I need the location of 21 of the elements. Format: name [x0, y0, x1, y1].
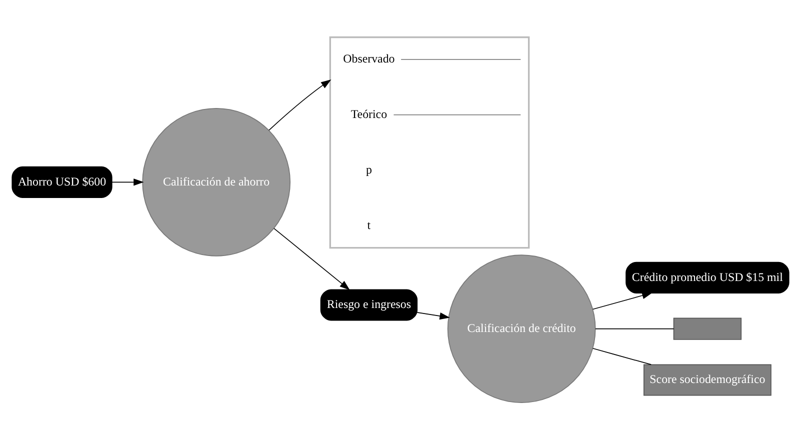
node-text: Teórico	[350, 106, 388, 121]
node-circle: Calificación de crédito	[447, 254, 596, 404]
arrow	[416, 312, 450, 320]
node-box: Crédito promedio USD $15 mil	[626, 262, 790, 294]
label: p	[366, 162, 372, 176]
node-circle: Calificación de ahorro	[142, 108, 291, 256]
arrow	[274, 228, 350, 290]
connector	[595, 328, 674, 330]
node-box: Ahorro USD $600	[12, 166, 112, 198]
arrow	[592, 292, 652, 310]
arrow	[268, 80, 332, 131]
label: t	[367, 218, 371, 232]
node-box: Score sociodemográfico	[644, 364, 772, 396]
node-box	[673, 318, 742, 340]
connector	[592, 348, 652, 365]
arrow	[112, 178, 144, 186]
node-box: Riesgo e ingresos	[320, 289, 418, 321]
connector	[400, 58, 522, 60]
cluster	[329, 36, 530, 249]
connector	[393, 114, 522, 116]
node-text: Observado	[343, 52, 395, 66]
